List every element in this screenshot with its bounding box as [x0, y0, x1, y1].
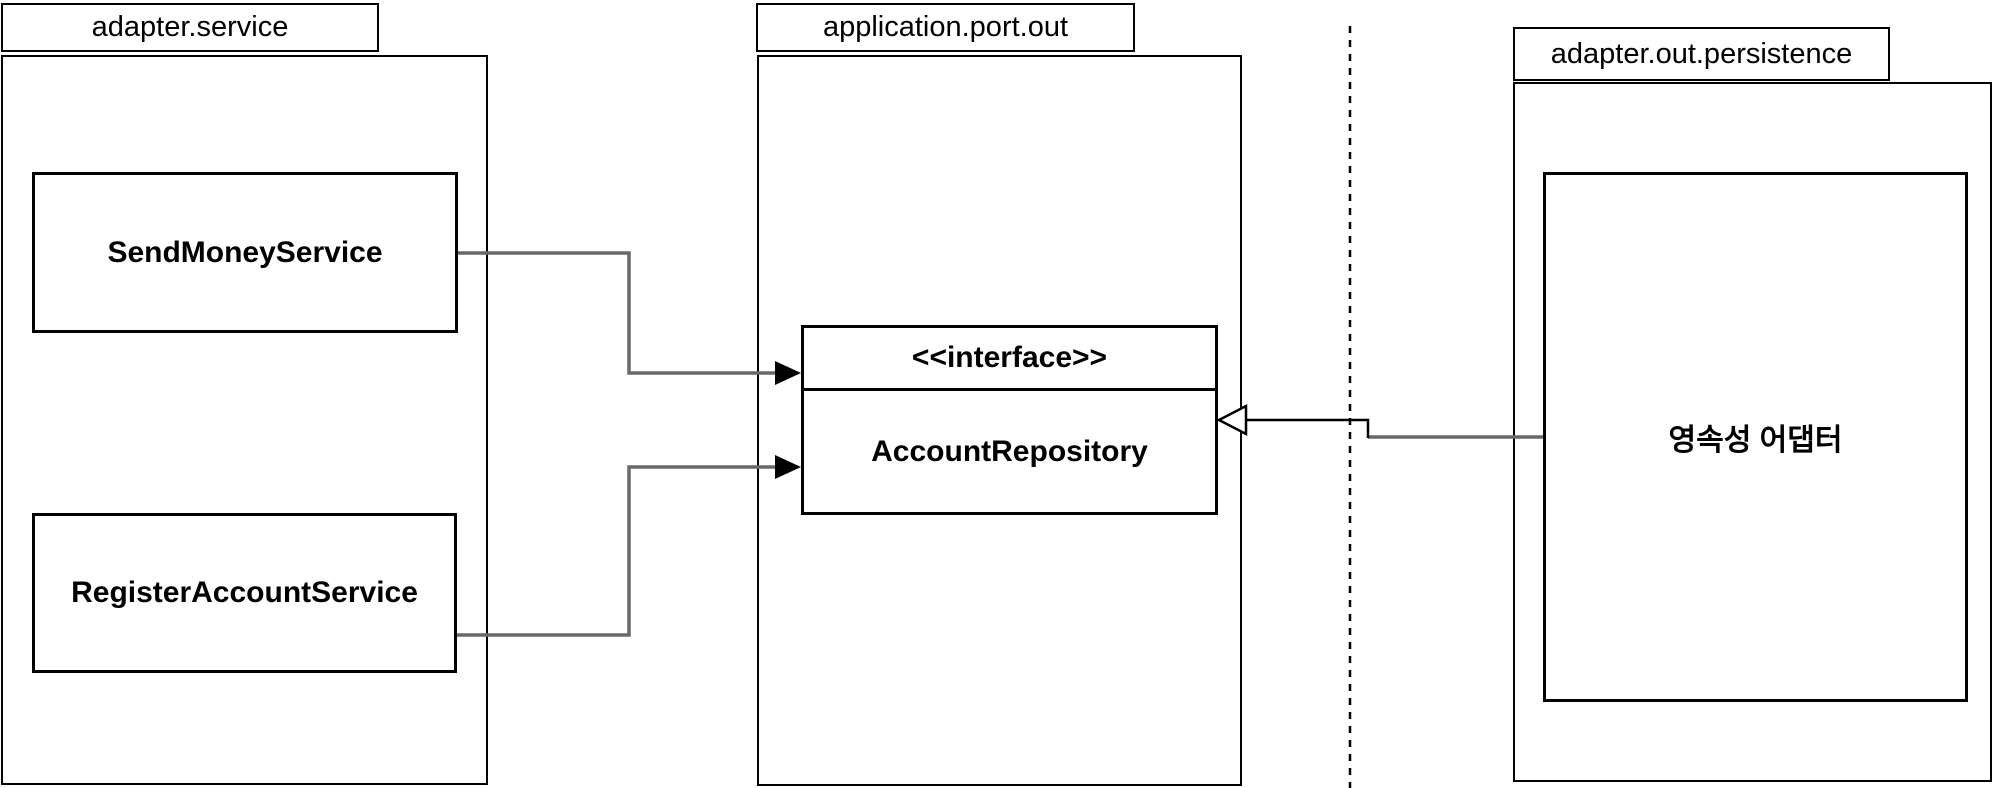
- class-label-register-account-service: RegisterAccountService: [71, 576, 418, 609]
- interface-name-label: AccountRepository: [871, 434, 1148, 468]
- dependency-edge-register-account: [457, 465, 779, 637]
- class-box-register-account-service: RegisterAccountService: [32, 513, 457, 673]
- package-tab-application-port-out: application.port.out: [756, 3, 1135, 52]
- package-label-application-port-out: application.port.out: [822, 11, 1069, 43]
- interface-stereotype-label: <<interface>>: [911, 341, 1108, 374]
- interface-box-account-repository: <<interface>> AccountRepository: [801, 325, 1218, 515]
- class-label-send-money-service: SendMoneyService: [107, 235, 383, 269]
- package-body-adapter-service: [1, 55, 488, 785]
- interface-name-section: AccountRepository: [804, 391, 1215, 512]
- package-label-adapter-out-persistence: adapter.out.persistence: [1550, 37, 1853, 70]
- realization-edge-black-segment: [1246, 418, 1370, 438]
- class-box-send-money-service: SendMoneyService: [32, 172, 458, 333]
- interface-stereotype-section: <<interface>>: [804, 328, 1215, 391]
- node-box-persistence-adapter: 영속성 어댑터: [1543, 172, 1968, 702]
- package-tab-adapter-out-persistence: adapter.out.persistence: [1513, 27, 1890, 81]
- node-label-persistence-adapter: 영속성 어댑터: [1668, 424, 1843, 457]
- package-tab-adapter-service: adapter.service: [1, 3, 379, 52]
- package-label-adapter-service: adapter.service: [91, 11, 289, 43]
- dependency-edge-send-money: [458, 251, 779, 375]
